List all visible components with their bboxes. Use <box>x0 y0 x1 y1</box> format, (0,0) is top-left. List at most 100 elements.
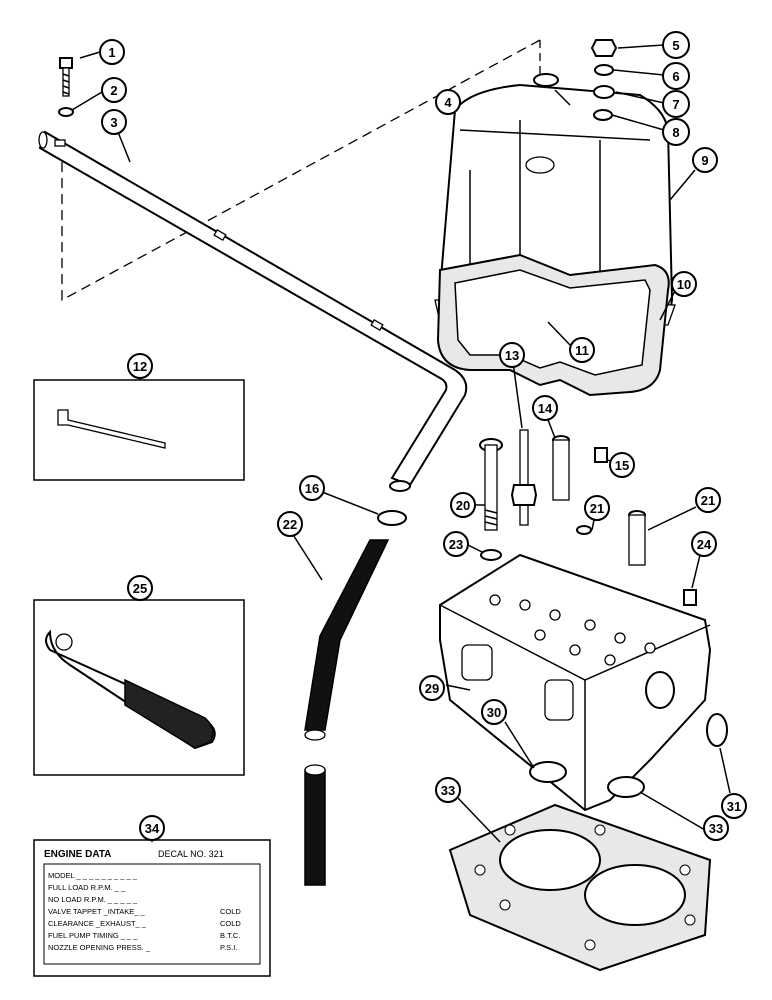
decal-line-right: COLD <box>220 907 241 916</box>
head-bolt-30 <box>479 438 503 531</box>
callout-12: 13 <box>499 342 525 368</box>
decal-line-left: CLEARANCE _EXHAUST_ _ <box>48 919 147 928</box>
callout-9: 16 <box>299 475 325 501</box>
svg-text:13: 13 <box>505 348 519 363</box>
cylinder-head-20 <box>439 553 712 812</box>
leader-lines <box>71 44 731 843</box>
svg-text:5: 5 <box>672 38 679 53</box>
callout-8: 22 <box>277 511 303 537</box>
decal-line-left: VALVE TAPPET _INTAKE_ _ <box>48 907 146 916</box>
assembly-dashed-line <box>61 39 541 302</box>
sleeve-21a <box>552 435 570 501</box>
decal-line-right: B.T.C. <box>220 931 240 940</box>
svg-text:23: 23 <box>449 537 463 552</box>
washer-16 <box>594 64 614 76</box>
callout-7b: 4 <box>435 89 461 115</box>
tool-box-11 <box>33 599 245 776</box>
seal-ring-23 <box>529 761 567 783</box>
callout-20: 29 <box>419 675 445 701</box>
svg-text:21: 21 <box>701 493 715 508</box>
callout-11: 25 <box>127 575 153 601</box>
svg-text:10: 10 <box>677 277 691 292</box>
callout-33b: 24 <box>691 531 717 557</box>
svg-text:9: 9 <box>701 153 708 168</box>
svg-text:3: 3 <box>110 115 117 130</box>
svg-text:2: 2 <box>110 83 117 98</box>
washer-13 <box>593 109 613 121</box>
breather-tube-4 <box>38 130 468 492</box>
callout-10: 12 <box>127 353 153 379</box>
svg-text:29: 29 <box>425 681 439 696</box>
callout-25: 21 <box>584 495 610 521</box>
svg-text:7: 7 <box>672 97 679 112</box>
decal-line-left: FULL LOAD R.P.M. _ _ <box>48 883 126 892</box>
callout-29: 33 <box>435 777 461 803</box>
callout-16: 6 <box>662 62 690 90</box>
hose-clamp-9 <box>377 510 407 526</box>
decal-number: DECAL NO. 321 <box>158 849 224 859</box>
callout-14: 7 <box>662 90 690 118</box>
seal-ring-22 <box>607 776 645 798</box>
decal-line-right: COLD <box>220 919 241 928</box>
svg-text:1: 1 <box>108 45 115 60</box>
callout-5: 1 <box>99 39 125 65</box>
sleeve-21b <box>628 510 646 566</box>
svg-text:25: 25 <box>133 581 147 596</box>
stud-12 <box>510 429 538 526</box>
callout-4: 3 <box>101 109 127 135</box>
svg-text:22: 22 <box>283 517 297 532</box>
callout-1: 9 <box>692 147 718 173</box>
plug-33a <box>594 447 608 463</box>
callout-23: 30 <box>481 699 507 725</box>
decal-line-left: NO LOAD R.P.M. _ _ _ _ _ <box>48 895 138 904</box>
svg-text:31: 31 <box>727 799 741 814</box>
svg-text:20: 20 <box>456 498 470 513</box>
seal-ring-24 <box>706 713 728 747</box>
callout-22: 33 <box>703 815 729 841</box>
svg-text:15: 15 <box>615 458 629 473</box>
svg-text:14: 14 <box>538 401 553 416</box>
svg-text:11: 11 <box>575 343 589 358</box>
grommet-7 <box>533 73 559 87</box>
decal-box-34: ENGINE DATA DECAL NO. 321 MODEL _ _ _ _ … <box>33 839 271 977</box>
plug-25 <box>576 525 592 535</box>
svg-text:6: 6 <box>672 69 679 84</box>
callout-15: 5 <box>662 31 690 59</box>
decal-line-left: MODEL _ _ _ _ _ _ _ _ _ _ <box>48 871 138 880</box>
plug-33b <box>683 589 697 606</box>
washer-31 <box>480 549 502 561</box>
callout-21b: 21 <box>695 487 721 513</box>
callout-3: 10 <box>671 271 697 297</box>
tool-box-10 <box>33 379 245 481</box>
callout-33a: 15 <box>609 452 635 478</box>
callout-31: 23 <box>443 531 469 557</box>
svg-text:12: 12 <box>133 359 147 374</box>
callout-24: 31 <box>721 793 747 819</box>
svg-text:16: 16 <box>305 481 319 496</box>
decal-lines: MODEL _ _ _ _ _ _ _ _ _ _ FULL LOAD R.P.M… <box>48 871 241 952</box>
svg-text:24: 24 <box>697 537 712 552</box>
svg-text:21: 21 <box>590 501 604 516</box>
nut-15 <box>590 39 618 57</box>
callout-34: 34 <box>139 815 165 841</box>
svg-text:4: 4 <box>444 95 452 110</box>
callout-6: 2 <box>101 77 127 103</box>
decal-title: ENGINE DATA <box>44 849 111 860</box>
decal-line-left: NOZZLE OPENING PRESS. _ <box>48 943 151 952</box>
callout-13: 8 <box>662 118 690 146</box>
bolt-5 <box>59 57 73 97</box>
head-gasket-29 <box>448 803 712 972</box>
svg-text:33: 33 <box>441 783 455 798</box>
hose-8 <box>304 539 390 886</box>
svg-text:8: 8 <box>672 125 679 140</box>
svg-text:30: 30 <box>487 705 501 720</box>
callout-30: 20 <box>450 492 476 518</box>
washer-6 <box>58 107 74 117</box>
svg-text:33: 33 <box>709 821 723 836</box>
callout-21a: 14 <box>532 395 558 421</box>
grommet-14 <box>593 85 615 99</box>
svg-text:34: 34 <box>145 821 160 836</box>
decal-line-left: FUEL PUMP TIMING _ _ _ <box>48 931 138 940</box>
callout-2: 11 <box>569 337 595 363</box>
